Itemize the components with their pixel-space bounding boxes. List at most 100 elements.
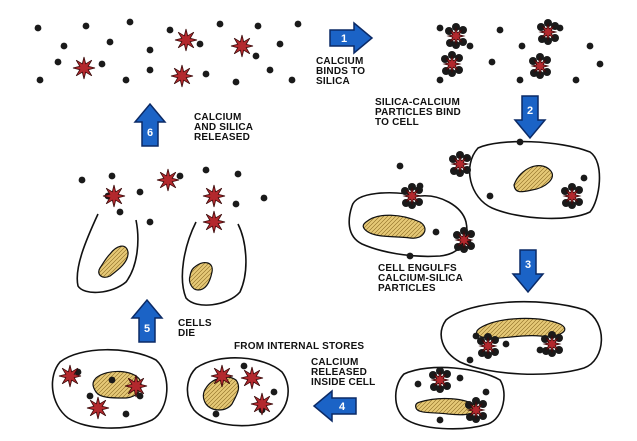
blue-block-arrow-icon [133, 102, 167, 147]
step-6-caption: CALCIUM AND SILICA RELEASED [194, 112, 254, 143]
black-dot-icon [146, 218, 154, 226]
black-dot-icon [254, 22, 262, 30]
black-dot-icon [232, 200, 240, 208]
red-star-icon [86, 396, 110, 420]
black-dot-icon [266, 66, 274, 74]
blue-block-arrow-icon [312, 389, 357, 423]
red-star-icon [542, 334, 562, 354]
black-dot-icon [596, 60, 604, 68]
black-dot-icon [86, 392, 94, 400]
step-5-caption: CELLS DIE [178, 318, 212, 339]
black-dot-icon [98, 60, 106, 68]
black-dot-icon [176, 172, 184, 180]
black-dot-icon [36, 76, 44, 84]
red-star-icon [240, 366, 264, 390]
black-dot-icon [414, 380, 422, 388]
black-dot-icon [252, 52, 260, 60]
bound-silica-dot-icon [401, 187, 409, 195]
black-dot-icon [202, 166, 210, 174]
black-dot-icon [260, 194, 268, 202]
step-3-number: 3 [525, 259, 531, 271]
blue-block-arrow-icon [130, 298, 164, 343]
black-dot-icon [516, 138, 524, 146]
red-star-icon [58, 364, 82, 388]
red-star-icon [250, 392, 274, 416]
step-6-number: 6 [147, 127, 153, 139]
red-star-icon [530, 56, 550, 76]
step-4-caption: CALCIUM RELEASED INSIDE CELL [311, 357, 376, 388]
cell-stage-5 [51, 348, 168, 429]
red-star-icon [174, 28, 198, 52]
bound-silica-dot-icon [477, 337, 485, 345]
red-star-icon [478, 336, 498, 356]
black-dot-icon [234, 170, 242, 178]
black-dot-icon [232, 78, 240, 86]
black-dot-icon [78, 176, 86, 184]
black-dot-icon [106, 38, 114, 46]
black-dot-icon [122, 410, 130, 418]
bound-silica-dot-icon [465, 401, 473, 409]
black-dot-icon [436, 76, 444, 84]
black-dot-icon [436, 24, 444, 32]
bound-silica-dot-icon [445, 27, 453, 35]
bound-silica-dot-icon [537, 23, 545, 31]
bound-silica-dot-icon [529, 57, 537, 65]
red-star-icon [102, 184, 126, 208]
black-dot-icon [116, 208, 124, 216]
black-dot-icon [496, 26, 504, 34]
step-2-arrow: 2 [513, 95, 547, 140]
step-5-number: 5 [144, 323, 150, 335]
black-dot-icon [34, 24, 42, 32]
cell-stage-4a [394, 366, 505, 430]
step-5-arrow: 5 [130, 298, 164, 343]
nucleus-icon [476, 317, 566, 340]
black-dot-icon [216, 20, 224, 28]
bound-silica-dot-icon [541, 335, 549, 343]
dying-cell-right [181, 221, 247, 306]
red-star-icon [454, 230, 474, 250]
step-3-caption: CELL ENGULFS CALCIUM-SILICA PARTICLES [378, 263, 464, 294]
blue-block-arrow-icon [329, 21, 374, 55]
nucleus-icon [92, 370, 142, 399]
black-dot-icon [518, 42, 526, 50]
red-star-icon [466, 400, 486, 420]
black-dot-icon [196, 40, 204, 48]
step-4-note: FROM INTERNAL STORES [234, 341, 365, 352]
nucleus-icon [513, 165, 553, 193]
black-dot-icon [482, 388, 490, 396]
red-star-icon [402, 186, 422, 206]
black-dot-icon [536, 346, 544, 354]
black-dot-icon [466, 356, 474, 364]
cell-stage-3 [440, 300, 603, 376]
black-dot-icon [432, 228, 440, 236]
nucleus-icon [98, 245, 129, 278]
red-star-icon [430, 370, 450, 390]
step-3-arrow: 3 [511, 249, 545, 294]
black-dot-icon [146, 66, 154, 74]
red-star-icon [202, 210, 226, 234]
bound-silica-dot-icon [449, 155, 457, 163]
step-6-arrow: 6 [133, 102, 167, 147]
nucleus-icon [188, 262, 213, 291]
bound-silica-dot-icon [441, 55, 449, 63]
black-dot-icon [60, 42, 68, 50]
black-dot-icon [108, 376, 116, 384]
black-dot-icon [586, 42, 594, 50]
red-star-icon [124, 374, 148, 398]
black-dot-icon [276, 40, 284, 48]
cell-stage-2a [468, 140, 601, 220]
black-dot-icon [126, 18, 134, 26]
black-dot-icon [488, 58, 496, 66]
black-dot-icon [108, 172, 116, 180]
step-4-number: 4 [339, 401, 346, 413]
nucleus-icon [415, 397, 478, 416]
red-star-icon [210, 364, 234, 388]
black-dot-icon [466, 42, 474, 50]
red-star-icon [446, 26, 466, 46]
black-dot-icon [406, 252, 414, 260]
black-dot-icon [580, 174, 588, 182]
red-star-icon [156, 168, 180, 192]
